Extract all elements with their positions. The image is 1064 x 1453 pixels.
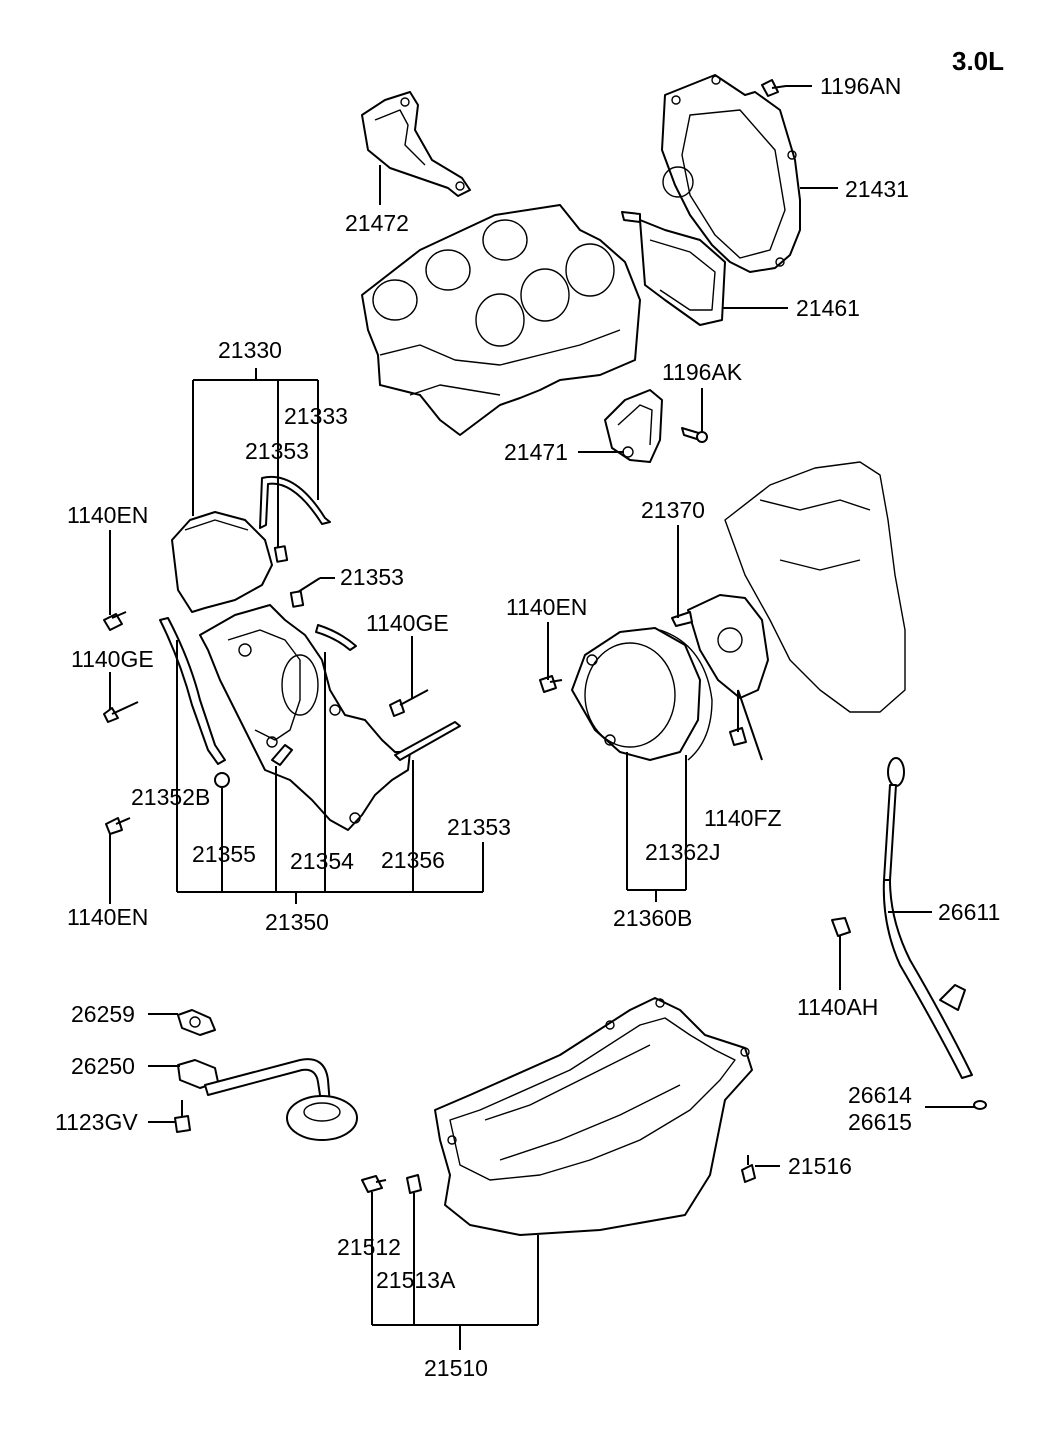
oil-strainer-26250: [177, 1058, 358, 1141]
bolt-1196AK: [681, 427, 708, 443]
bolt-1123GV: [174, 1100, 191, 1133]
label-21513A: 21513A: [376, 1267, 456, 1293]
label-1140GE-left: 1140GE: [71, 646, 154, 672]
label-1140EN-mid: 1140EN: [506, 594, 587, 620]
label-26611: 26611: [938, 899, 1000, 925]
label-1196AK: 1196AK: [662, 359, 743, 385]
back-plate-21370: [671, 594, 769, 699]
bolt-1140GE-right: [389, 689, 429, 717]
label-21350: 21350: [265, 909, 329, 935]
plug-21355: [214, 772, 230, 788]
label-21353-mid: 21353: [340, 564, 404, 590]
bolt-1140EN-lower: [105, 817, 131, 835]
gasket-21354: [315, 624, 357, 651]
grommets-21353: [273, 545, 305, 608]
label-1196AN: 1196AN: [820, 73, 901, 99]
bracket-21472: [361, 91, 471, 197]
label-21360B: 21360B: [613, 905, 692, 931]
label-21472: 21472: [345, 210, 409, 236]
label-26614: 26614: [848, 1082, 912, 1108]
seal-housing-21461: [621, 211, 726, 326]
label-21353-lower: 21353: [447, 814, 511, 840]
label-1123GV: 1123GV: [55, 1109, 138, 1135]
label-1140EN-upper: 1140EN: [67, 502, 148, 528]
oil-pan-21510: [434, 997, 753, 1236]
label-21352B: 21352B: [131, 784, 210, 810]
bolt-1140AH: [831, 917, 851, 937]
label-1140AH: 1140AH: [797, 994, 878, 1020]
bolt-1196AN: [761, 79, 787, 97]
label-21431: 21431: [845, 176, 909, 202]
label-21370: 21370: [641, 497, 705, 523]
label-21516: 21516: [788, 1153, 852, 1179]
plug-21513A: [406, 1174, 422, 1194]
rear-plate-21431: [661, 74, 801, 273]
label-21353-upper: 21353: [245, 438, 309, 464]
label-21362J: 21362J: [645, 839, 720, 865]
label-21512: 21512: [337, 1234, 401, 1260]
gasket-26259: [177, 1009, 216, 1036]
label-1140EN-lower: 1140EN: [67, 904, 148, 930]
label-26259: 26259: [71, 1001, 135, 1027]
label-21333: 21333: [284, 403, 348, 429]
label-1140GE-right: 1140GE: [366, 610, 449, 636]
bolt-21512: [361, 1175, 387, 1193]
engine-outline-background: [724, 461, 906, 713]
label-26250: 26250: [71, 1053, 135, 1079]
engine-size-title: 3.0L: [952, 46, 1004, 76]
label-21510: 21510: [424, 1355, 488, 1381]
label-26615: 26615: [848, 1109, 912, 1135]
strip-21356: [271, 721, 461, 766]
lower-timing-cover: [199, 604, 411, 831]
bolt-1140EN-upper: [103, 611, 127, 631]
bolt-21516: [741, 1155, 756, 1183]
oring-26614: [973, 1100, 987, 1110]
timing-case-21360B: [571, 627, 713, 761]
label-21356: 21356: [381, 847, 445, 873]
label-21461: 21461: [796, 295, 860, 321]
label-21471: 21471: [504, 439, 568, 465]
cover-gasket-21333: [259, 475, 331, 529]
upper-timing-cover: [171, 511, 273, 613]
bolt-1140EN-mid: [539, 675, 563, 693]
label-21354: 21354: [290, 848, 354, 874]
label-21330: 21330: [218, 337, 282, 363]
label-1140FZ: 1140FZ: [704, 805, 782, 831]
dipstick-26611: [882, 757, 973, 1079]
engine-block: [361, 204, 641, 436]
label-21355: 21355: [192, 841, 256, 867]
leader-lines: [109, 85, 975, 1350]
